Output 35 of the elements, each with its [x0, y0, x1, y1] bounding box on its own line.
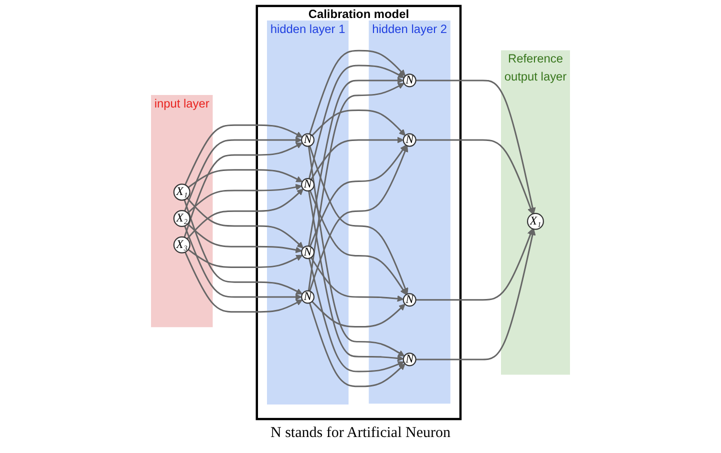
node-circle: X₂	[173, 210, 190, 228]
node-circle: X₃	[173, 236, 190, 254]
arrow	[187, 184, 302, 214]
arrow	[186, 188, 304, 240]
arrow	[308, 83, 404, 291]
arrow	[310, 257, 404, 302]
arrow	[184, 124, 303, 186]
arrow	[308, 77, 404, 246]
arrow	[184, 142, 303, 238]
arrow	[187, 223, 302, 254]
arrow	[308, 146, 405, 356]
arrow	[312, 300, 406, 328]
caption-note: N stands for Artificial Neuron	[270, 425, 450, 442]
node-circle: X₁	[526, 212, 544, 230]
arrow	[188, 248, 303, 268]
arrow	[184, 136, 302, 212]
arrow	[308, 190, 404, 362]
arrow	[416, 139, 534, 214]
arrow	[416, 80, 536, 214]
arrow	[184, 252, 303, 313]
arrow	[312, 110, 406, 136]
arrow	[184, 199, 303, 294]
arrow	[416, 228, 536, 360]
arrow	[416, 228, 534, 301]
arrow	[310, 136, 404, 180]
arrow	[308, 64, 404, 179]
arrow	[309, 190, 406, 295]
arrow	[308, 302, 406, 388]
arrow	[188, 169, 303, 188]
node-circle: X₁	[173, 184, 190, 201]
arrow	[186, 198, 304, 248]
arrow	[308, 258, 404, 372]
arrow	[184, 226, 302, 300]
arrow	[309, 144, 406, 247]
arrow	[308, 50, 406, 134]
